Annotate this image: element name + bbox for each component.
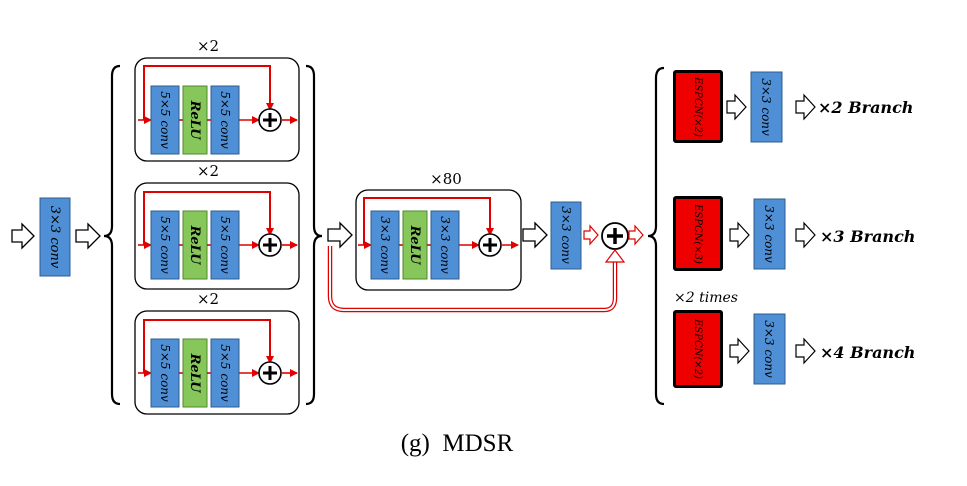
svg-text:3×3 conv: 3×3 conv (378, 216, 392, 274)
svg-text:3×3 conv: 3×3 conv (759, 78, 773, 136)
pre-block-2-repeat: ×2 (197, 162, 219, 180)
svg-text:5×5 conv: 5×5 conv (158, 344, 172, 402)
input-conv-block: 3×3 conv (39, 197, 71, 277)
pre-block-1: ×2 5×5 conv ReLU 5×5 conv (134, 37, 300, 162)
branch-x4-upsampler: ESPCN(×2) (692, 318, 703, 379)
input-conv-out-arrow (75, 222, 101, 250)
svg-text:ReLU: ReLU (187, 353, 202, 394)
post-to-sum-arrow (583, 224, 599, 246)
input-hollow-arrow (11, 222, 35, 250)
svg-text:5×5 conv: 5×5 conv (158, 216, 172, 274)
right-brace-pre (305, 64, 323, 406)
figure-caption: (g) MDSR (401, 430, 514, 457)
branch-x3-upsampler: ESPCN(×3) (692, 203, 703, 264)
branch-x4-note: ×2 times (674, 290, 738, 306)
svg-text:5×5 conv: 5×5 conv (218, 91, 232, 149)
branch-x2-upsampler: ESPCN(×2) (692, 76, 703, 137)
pre-to-main-hollow-arrow (327, 221, 353, 249)
global-skip-connection (327, 246, 626, 313)
post-conv-label: 3×3 conv (559, 206, 573, 264)
branch-x4-output: ×4 Branch (820, 343, 915, 362)
svg-text:ReLU: ReLU (187, 100, 202, 141)
left-brace-branches (647, 66, 665, 406)
main-block-repeat: ×80 (430, 170, 462, 188)
branch-x2-output: ×2 Branch (818, 98, 913, 117)
svg-text:3×3 conv: 3×3 conv (438, 216, 452, 274)
branch-x4: ×2 times ESPCN(×2) 3×3 conv ×4 Branch (673, 290, 915, 388)
branch-x2: ESPCN(×2) 3×3 conv ×2 Branch (673, 70, 913, 143)
main-block: ×80 3×3 conv ReLU 3×3 conv (355, 170, 522, 291)
svg-text:5×5 conv: 5×5 conv (158, 91, 172, 149)
pre-block-3-repeat: ×2 (197, 290, 219, 308)
pre-block-3: ×2 5×5 conv ReLU 5×5 conv (134, 290, 300, 415)
sum-to-branches-arrow (628, 224, 644, 246)
svg-text:ReLU: ReLU (407, 225, 422, 266)
main-to-post-hollow-arrow (522, 221, 548, 249)
svg-text:5×5 conv: 5×5 conv (218, 344, 232, 402)
post-conv-block: 3×3 conv (550, 201, 582, 270)
branch-x3-output: ×3 Branch (820, 227, 915, 246)
branch-x3: ESPCN(×3) 3×3 conv ×3 Branch (673, 196, 915, 271)
left-brace-pre (103, 64, 121, 406)
pre-block-1-repeat: ×2 (197, 37, 219, 55)
svg-text:ReLU: ReLU (187, 225, 202, 266)
svg-text:5×5 conv: 5×5 conv (218, 216, 232, 274)
svg-text:3×3 conv: 3×3 conv (762, 320, 776, 378)
svg-text:3×3 conv: 3×3 conv (762, 205, 776, 263)
pre-block-2: ×2 5×5 conv ReLU 5×5 conv (134, 162, 300, 290)
input-conv-label: 3×3 conv (47, 206, 62, 269)
